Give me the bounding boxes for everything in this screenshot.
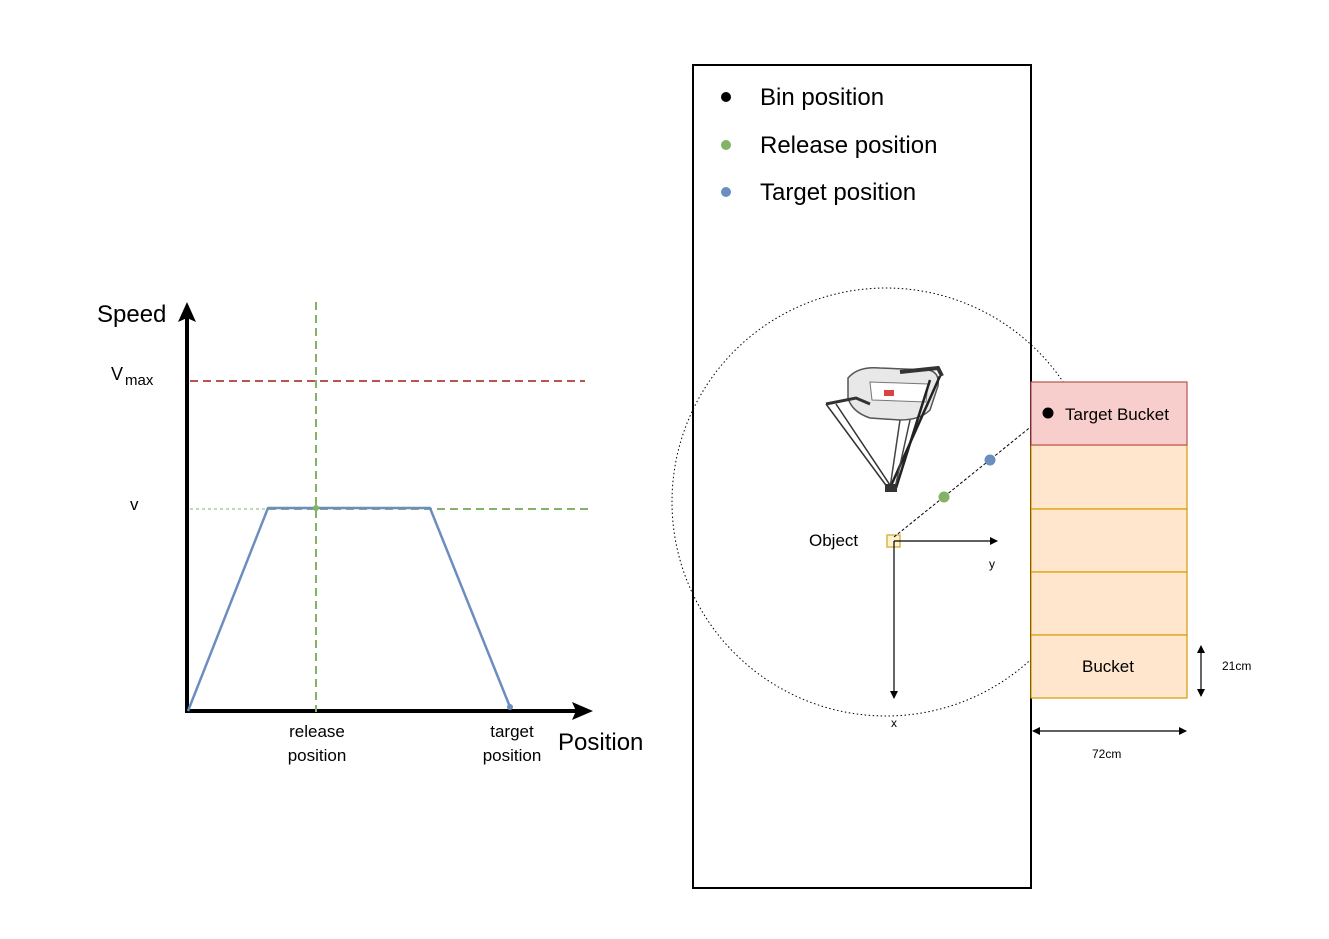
legend-release-marker (721, 140, 731, 150)
speed-profile-line (186, 506, 512, 712)
y-axis-label: y (989, 557, 995, 571)
v-label: v (130, 495, 139, 514)
bucket-stack (1030, 381, 1188, 699)
target-bucket (1030, 381, 1188, 446)
release-position-label-line1: release (289, 722, 345, 741)
bucket-slot-labeled (1030, 634, 1188, 699)
legend-release-label: Release position (760, 132, 937, 159)
trajectory-line (893, 412, 1049, 538)
position-axis-arrowhead (572, 702, 593, 720)
object-label: Object (809, 531, 858, 550)
bucket-slot (1030, 444, 1188, 510)
target-position-marker (984, 454, 996, 466)
legend: Bin position Release position Target pos… (721, 84, 937, 206)
vmax-label-subscript: max (125, 372, 154, 389)
legend-bin-marker (721, 92, 731, 102)
legend-bin-label: Bin position (760, 84, 884, 111)
speed-profile-chart: Speed Position V max v release position … (97, 301, 643, 765)
target-point (507, 704, 513, 710)
release-point (313, 505, 319, 511)
speed-axis-arrowhead (178, 302, 196, 322)
bucket-label: Bucket (1082, 657, 1134, 676)
legend-target-marker (721, 187, 731, 197)
speed-axis-label: Speed (97, 301, 166, 328)
release-position-marker (938, 491, 950, 503)
bucket-height-label: 21cm (1222, 659, 1251, 673)
bucket-slot (1030, 571, 1188, 636)
target-bucket-label: Target Bucket (1065, 405, 1169, 424)
bucket-width-label: 72cm (1092, 747, 1121, 761)
delta-robot-image (825, 365, 944, 492)
position-axis-label: Position (558, 729, 643, 756)
workspace-diagram: Bin position Release position Target pos… (671, 64, 1251, 889)
release-position-label-line2: position (288, 746, 347, 765)
legend-target-label: Target position (760, 179, 916, 206)
target-position-label-line2: position (483, 746, 542, 765)
bin-position-marker (1042, 407, 1054, 419)
x-axis-label: x (891, 716, 897, 730)
bucket-slot (1030, 508, 1188, 573)
target-position-label-line1: target (490, 722, 534, 741)
vmax-label: V (111, 364, 123, 384)
